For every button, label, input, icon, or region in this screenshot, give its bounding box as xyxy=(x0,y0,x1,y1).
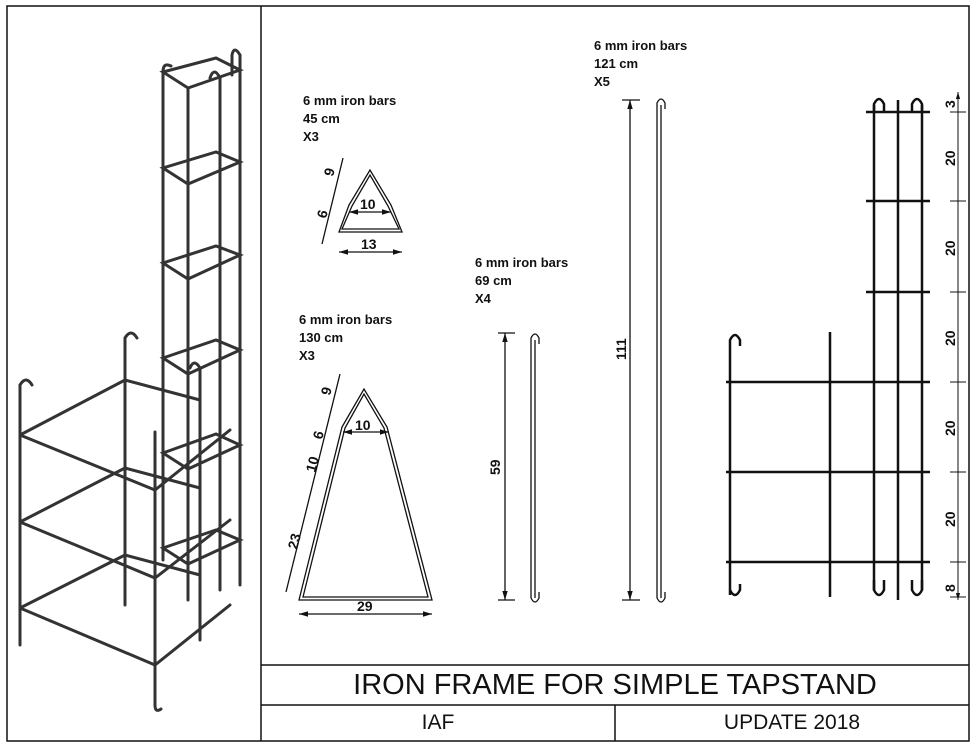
length: 130 cm xyxy=(299,330,344,345)
dim-elev-0: 3 xyxy=(942,100,958,108)
dim-elev-6: 8 xyxy=(942,584,958,592)
small-triangle-bar-drawing xyxy=(321,157,403,255)
elevation-dimension-line xyxy=(950,92,966,600)
front-elevation-drawing xyxy=(726,97,930,600)
dim-large-side-1: 6 xyxy=(309,429,327,441)
author: IAF xyxy=(421,711,455,734)
dim-small-side: 6 xyxy=(313,208,331,220)
large-triangle-bar-drawing xyxy=(285,373,433,617)
dim-elev-2: 20 xyxy=(942,240,958,256)
length: 121 cm xyxy=(594,56,639,71)
dim-121cm-bar: 111 xyxy=(613,338,629,360)
dim-large-side-2: 10 xyxy=(302,454,322,473)
spec: 6 mm iron bars xyxy=(303,93,397,108)
straight-bar-drawings xyxy=(498,98,666,603)
dim-large-apex: 9 xyxy=(317,385,335,397)
dim-elev-4: 20 xyxy=(942,420,958,436)
spec: 6 mm iron bars xyxy=(299,312,393,327)
quantity: X3 xyxy=(299,348,315,363)
quantity: X3 xyxy=(303,129,319,144)
dim-69cm-bar: 59 xyxy=(487,459,503,475)
dim-small-top-width: 10 xyxy=(360,196,376,212)
frame-border xyxy=(6,5,970,742)
part-label-121cm-bar: 6 mm iron bars 121 cm X5 xyxy=(594,37,687,91)
spec: 6 mm iron bars xyxy=(475,255,569,270)
drawing-title: IRON FRAME FOR SIMPLE TAPSTAND xyxy=(353,669,877,701)
part-label-small-triangle: 6 mm iron bars 45 cm X3 xyxy=(303,92,396,146)
quantity: X5 xyxy=(594,74,610,89)
length: 45 cm xyxy=(303,111,340,126)
dim-elev-1: 20 xyxy=(942,150,958,166)
spec: 6 mm iron bars xyxy=(594,38,688,53)
dim-elev-5: 20 xyxy=(942,511,958,527)
length: 69 cm xyxy=(475,273,512,288)
dim-large-base: 29 xyxy=(357,598,373,614)
part-label-large-triangle: 6 mm iron bars 130 cm X3 xyxy=(299,311,392,365)
dim-large-top-width: 10 xyxy=(355,417,371,433)
dim-small-base: 13 xyxy=(361,236,377,252)
dim-small-apex: 9 xyxy=(320,166,338,178)
quantity: X4 xyxy=(475,291,491,306)
isometric-frame-view xyxy=(18,48,244,712)
revision: UPDATE 2018 xyxy=(723,711,861,734)
dim-elev-3: 20 xyxy=(942,330,958,346)
dim-large-side-3: 23 xyxy=(284,531,304,550)
part-label-69cm-bar: 6 mm iron bars 69 cm X4 xyxy=(475,254,568,308)
